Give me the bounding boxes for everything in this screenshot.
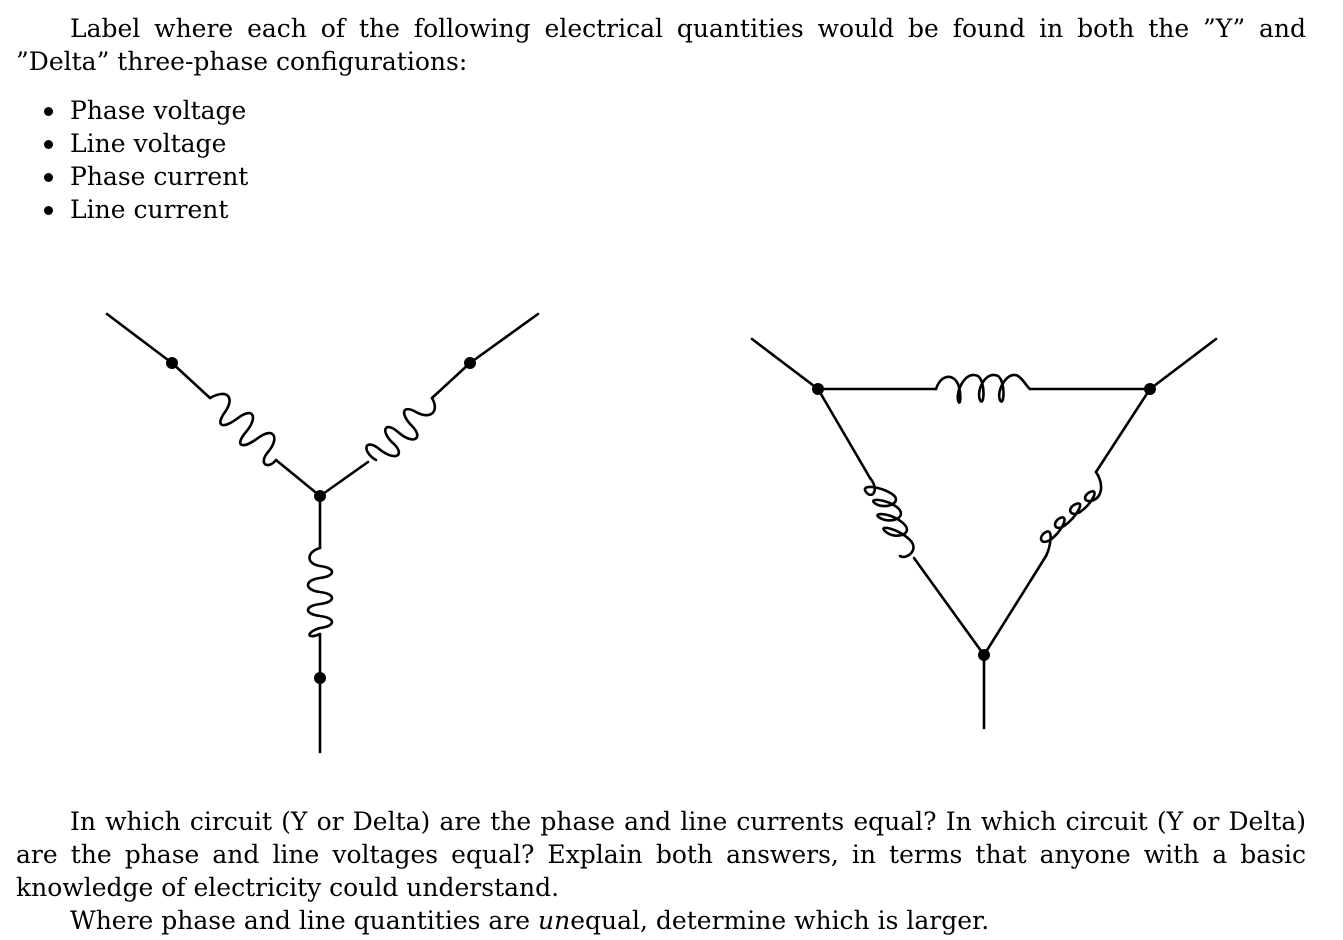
- y-winding-upper-left: [208, 392, 278, 467]
- list-item: Phase voltage: [44, 94, 248, 127]
- list-item: Line voltage: [44, 127, 248, 160]
- list-item: Line current: [44, 193, 248, 226]
- followup-suffix: equal, determine which is larger.: [570, 906, 990, 935]
- intro-paragraph: Label where each of the following electr…: [16, 14, 1306, 76]
- y-terminal-bottom: [314, 672, 326, 684]
- delta-line-wire-left: [750, 337, 820, 391]
- delta-lead-right-lower: [982, 554, 1048, 657]
- y-terminal-upper-right: [464, 357, 476, 369]
- y-lead-upper-left-inner: [274, 458, 322, 498]
- y-lead-upper-left: [170, 361, 212, 400]
- delta-node-bottom: [978, 649, 990, 661]
- delta-lead-left-upper: [816, 387, 872, 480]
- quantity-list: Phase voltage Line voltage Phase current…: [44, 94, 248, 226]
- delta-lead-left-lower: [912, 556, 986, 657]
- followup-emphasis: un: [538, 906, 571, 935]
- y-center-node: [314, 490, 326, 502]
- delta-winding-left: [863, 476, 915, 559]
- y-winding-upper-right: [365, 396, 437, 462]
- delta-lead-right-upper: [1094, 387, 1152, 474]
- delta-node-right: [1144, 383, 1156, 395]
- y-line-wire-upper-left: [105, 312, 174, 365]
- delta-configuration-diagram: [750, 337, 1218, 730]
- y-terminal-upper-left: [166, 357, 178, 369]
- list-item: Phase current: [44, 160, 248, 193]
- y-lead-upper-right: [430, 361, 472, 400]
- delta-winding-top: [934, 373, 1032, 404]
- y-lead-upper-right-inner: [318, 460, 370, 498]
- delta-node-left: [812, 383, 824, 395]
- delta-winding-right: [1039, 470, 1103, 558]
- followup-prefix: Where phase and line quantities are: [70, 906, 539, 935]
- delta-line-wire-right: [1148, 337, 1218, 391]
- y-configuration-diagram: [105, 312, 540, 754]
- y-winding-bottom: [306, 546, 334, 638]
- y-line-wire-upper-right: [468, 312, 540, 365]
- question-paragraph: In which circuit (Y or Delta) are the ph…: [16, 807, 1306, 902]
- followup-paragraph: Where phase and line quantities are uneq…: [16, 904, 1306, 937]
